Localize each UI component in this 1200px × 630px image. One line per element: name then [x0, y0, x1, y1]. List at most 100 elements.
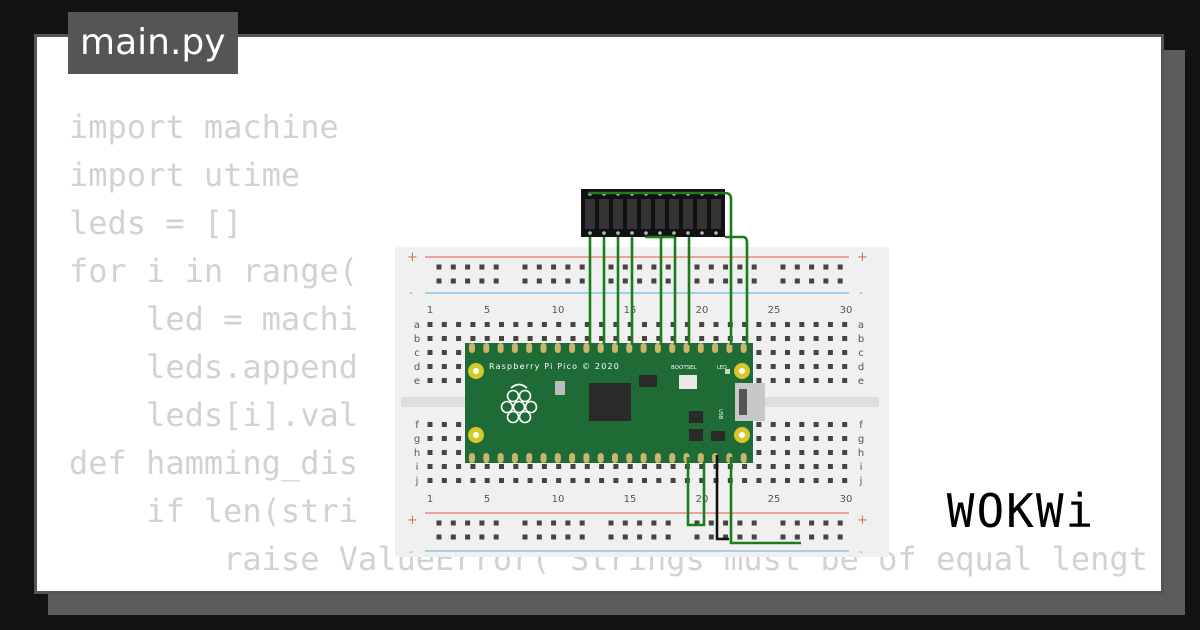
breadboard-hole — [684, 322, 690, 327]
breadboard-hole — [456, 478, 462, 483]
wire-10 — [725, 235, 749, 345]
breadboard-hole — [842, 464, 848, 469]
code-line-4: for i in range( — [69, 252, 358, 290]
row-label-a-right: a — [858, 320, 864, 331]
breadboard-hole — [570, 464, 576, 469]
rail-hole — [579, 278, 585, 284]
rail-hole — [536, 278, 542, 284]
breadboard-hole — [456, 364, 462, 369]
rail-minus-label-tr: - — [859, 286, 863, 299]
breadboard-hole — [756, 450, 762, 455]
breadboard-hole — [785, 336, 790, 341]
pico-pin — [626, 453, 633, 463]
col-label-bottom-30: 30 — [840, 494, 853, 505]
pico-small-chip-2 — [689, 429, 703, 441]
breadboard-hole — [613, 464, 619, 469]
pico-mount-hole-tr-inner — [739, 368, 745, 374]
pico-pin — [540, 453, 547, 463]
breadboard-hole — [827, 464, 833, 469]
breadboard-hole — [770, 464, 776, 469]
breadboard-hole — [699, 464, 705, 469]
breadboard-hole — [499, 322, 504, 327]
rail-hole — [493, 534, 499, 540]
pico-pin — [654, 453, 661, 463]
breadboard-hole — [785, 478, 790, 483]
breadboard-hole — [427, 464, 433, 469]
breadboard-hole — [813, 350, 819, 355]
breadboard-hole — [842, 478, 848, 483]
breadboard-hole — [456, 322, 462, 327]
rail-hole — [837, 264, 843, 270]
col-label-top-1: 1 — [427, 305, 433, 316]
breadboard-hole — [527, 322, 533, 327]
breadboard-hole — [556, 336, 562, 341]
breadboard-hole — [441, 378, 447, 383]
breadboard-hole — [842, 364, 848, 369]
bootsel-button[interactable] — [679, 375, 697, 389]
rail-hole — [637, 278, 643, 284]
rail-hole — [708, 278, 714, 284]
row-label-c-right: c — [858, 348, 864, 359]
breadboard-hole — [613, 336, 619, 341]
row-label-e-right: e — [858, 376, 864, 387]
rail-hole — [465, 278, 471, 284]
breadboard-hole — [556, 478, 562, 483]
pico-pin — [612, 453, 618, 463]
breadboard-hole — [642, 478, 647, 483]
led-segment — [599, 199, 609, 229]
row-label-e-left: e — [414, 376, 420, 387]
rail-hole — [809, 520, 815, 526]
col-label-bottom-5: 5 — [484, 494, 490, 505]
breadboard-hole — [699, 322, 705, 327]
rail-hole — [622, 264, 628, 270]
led-pin-bottom — [630, 231, 634, 235]
code-line-11: return sum(el1 != el2 for el1, el2 in zi… — [69, 583, 1148, 591]
rail-hole — [737, 264, 743, 270]
rail-hole — [694, 264, 700, 270]
led-pin-bottom — [714, 231, 718, 235]
breadboard-hole — [599, 336, 605, 341]
breadboard-hole — [699, 478, 705, 483]
rail-hole — [579, 264, 585, 270]
rail-hole — [794, 534, 800, 540]
breadboard-hole — [670, 322, 676, 327]
breadboard-hole — [842, 450, 848, 455]
breadboard-hole — [827, 322, 833, 327]
breadboard-hole — [456, 350, 462, 355]
breadboard-hole — [513, 322, 519, 327]
breadboard-hole — [770, 436, 776, 441]
row-label-b-right: b — [858, 334, 864, 345]
breadboard-hole — [527, 478, 533, 483]
pico-pin — [740, 343, 747, 353]
breadboard-hole — [584, 322, 590, 327]
raspberry-pi-pico[interactable]: Raspberry Pi Pico © 2020 BOOTSEL LED USB — [465, 343, 765, 463]
breadboard-hole — [541, 336, 547, 341]
col-label-bottom-20: 20 — [696, 494, 709, 505]
breadboard-hole — [556, 322, 562, 327]
row-label-j-left: j — [415, 476, 419, 487]
pico-pin — [583, 453, 590, 463]
led-pin-bottom — [588, 231, 592, 235]
wire-11 — [686, 457, 706, 527]
rail-minus-label-tl: - — [409, 286, 413, 299]
pico-pin — [497, 343, 504, 353]
pico-pin — [726, 343, 733, 353]
led-segment — [683, 199, 693, 229]
row-label-b-left: b — [414, 334, 420, 345]
breadboard-hole — [642, 322, 647, 327]
rail-hole — [809, 534, 815, 540]
rail-hole — [694, 278, 700, 284]
rail-hole — [479, 278, 485, 284]
pico-pins — [469, 343, 747, 463]
breadboard-hole — [627, 322, 633, 327]
led-bar-graph[interactable] — [581, 189, 725, 237]
rail-minus-label-bl: - — [409, 545, 413, 558]
rail-hole — [723, 520, 729, 526]
row-label-g-left: g — [414, 434, 420, 445]
breadboard-hole — [799, 478, 805, 483]
breadboard-hole — [441, 322, 447, 327]
row-label-d-right: d — [858, 362, 864, 373]
row-label-i-right: i — [860, 462, 863, 473]
breadboard-hole — [770, 336, 776, 341]
code-line-5: led = machi — [69, 300, 358, 338]
